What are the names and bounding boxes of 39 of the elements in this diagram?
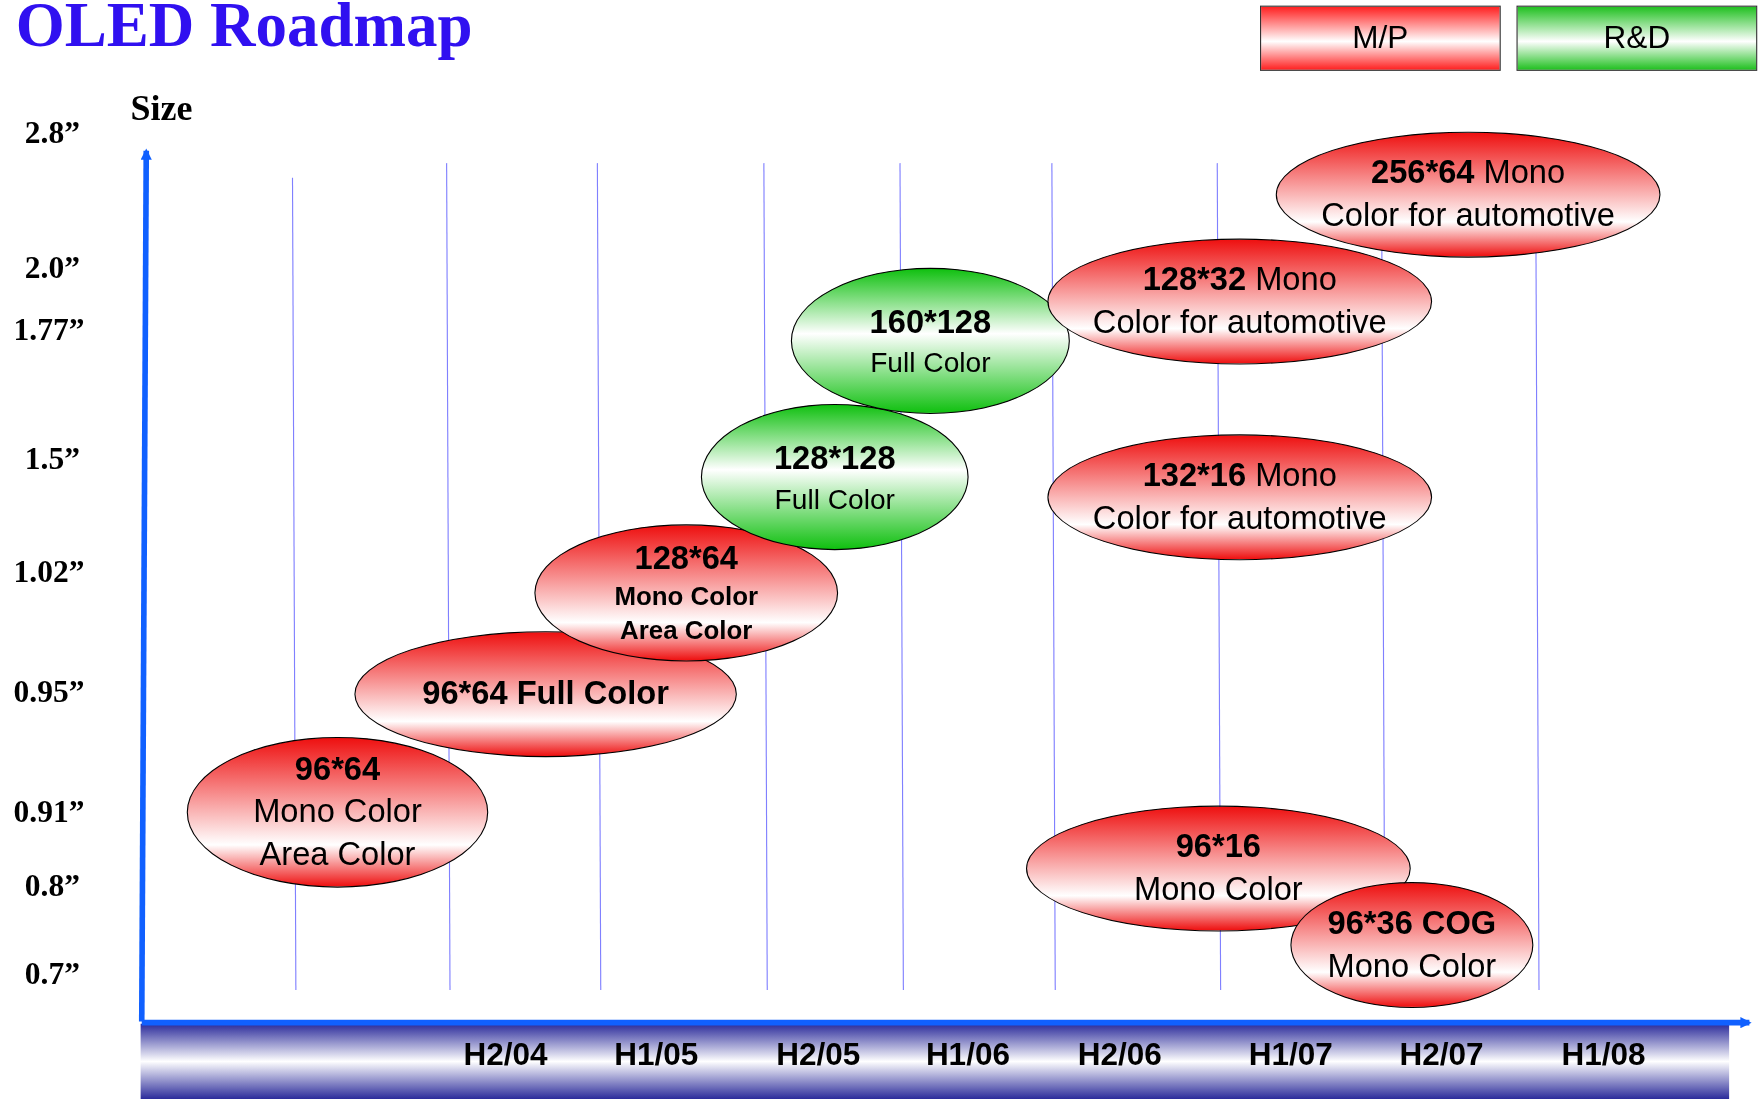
size-tick-label: 2.8” [24, 114, 80, 151]
product-heading: 96*36 COG [1327, 903, 1497, 943]
product-description: Full Color [774, 481, 895, 516]
legend-label: R&D [1603, 20, 1671, 57]
product-description: Mono Color Area Color [252, 792, 423, 874]
product-heading: 256*64 Mono [1371, 153, 1566, 193]
product-heading: 132*16 Mono [1142, 456, 1337, 496]
period-tick-label: H2/05 [776, 1037, 861, 1074]
size-tick-label: 0.95” [13, 673, 85, 710]
product-heading: 128*128 [773, 438, 896, 478]
period-tick-label: H1/07 [1248, 1037, 1333, 1074]
product-description: Color for automotive [1092, 498, 1387, 538]
size-tick-label: 0.8” [24, 867, 80, 904]
period-tick-label: H1/06 [925, 1037, 1010, 1074]
product-description: Mono Color [1327, 946, 1497, 986]
size-tick-label: 1.02” [13, 553, 85, 590]
size-tick-label: 2.0” [24, 249, 80, 286]
size-tick-label: 0.91” [13, 794, 85, 831]
product-description: Mono Color [1134, 869, 1303, 909]
period-tick-label: H2/06 [1077, 1037, 1162, 1074]
axis-title: Size [130, 87, 193, 130]
period-tick-label: H2/07 [1399, 1037, 1484, 1074]
product-heading: 160*128 [869, 302, 992, 342]
period-tick-label: H1/05 [614, 1037, 699, 1074]
size-tick-label: 1.5” [24, 441, 80, 477]
product-heading: 128*32 Mono [1142, 260, 1337, 300]
product-description: Mono Color Area Color [613, 580, 760, 647]
period-tick-label: H2/04 [463, 1037, 548, 1074]
size-tick-label: 0.7” [24, 956, 80, 993]
product-heading: 128*64 [634, 539, 738, 579]
product-description: Color for automotive [1321, 195, 1615, 235]
product-heading: 96*64 Full Color [422, 674, 669, 714]
product-description: Color for automotive [1092, 302, 1387, 342]
size-tick-label: 1.77” [13, 311, 85, 348]
period-tick-label: H1/08 [1561, 1037, 1646, 1074]
product-heading: 96*16 [1175, 827, 1261, 867]
product-description: Full Color [870, 345, 991, 380]
legend-label: M/P [1352, 20, 1409, 57]
product-heading: 96*64 [294, 749, 381, 789]
